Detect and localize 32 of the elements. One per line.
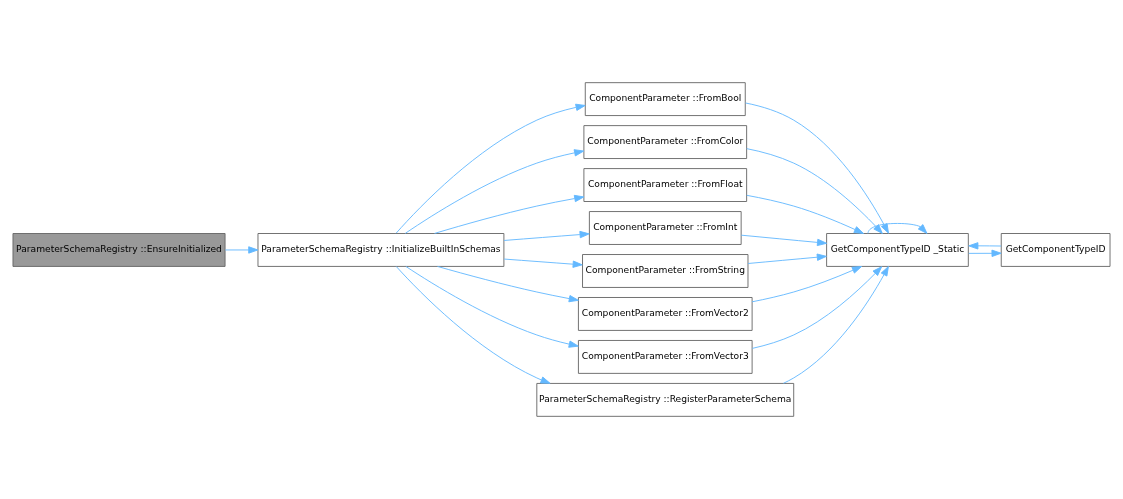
arrow [751, 266, 883, 349]
arrow [740, 234, 828, 247]
node-box: ParameterSchemaRegistry ::RegisterParameterSchema [536, 382, 795, 417]
node-box: ParameterSchemaRegistry ::InitializeBuiltInSchemas [257, 233, 505, 267]
arrow [437, 265, 579, 303]
arrow [746, 148, 883, 234]
arrow [395, 266, 551, 384]
node-box: ComponentParameter ::FromInt [588, 211, 742, 245]
arrow [751, 266, 862, 303]
arrow [224, 246, 259, 254]
arrow [747, 253, 827, 264]
arrow [434, 194, 585, 234]
arrow [503, 230, 590, 241]
arrow [404, 149, 585, 234]
arrow [783, 266, 889, 384]
arrow [746, 194, 864, 234]
arrow [745, 102, 889, 234]
arrow [503, 258, 583, 268]
node-box: ComponentParameter ::FromString [582, 254, 749, 288]
node-box: ComponentParameter ::FromBool [584, 82, 746, 117]
node-box: ComponentParameter ::FromColor [583, 125, 748, 159]
node-box: ComponentParameter ::FromFloat [583, 168, 748, 202]
arrow [968, 249, 1002, 257]
arrow [405, 266, 579, 348]
node-box: GetComponentTypeID _Static [826, 233, 969, 267]
arrow [867, 223, 928, 234]
node-box: ParameterSchemaRegistry ::EnsureInitialized [12, 233, 226, 267]
node-box: GetComponentTypeID [1000, 233, 1111, 267]
node-box: ComponentParameter ::FromVector3 [577, 340, 753, 374]
node-box: ComponentParameter ::FromVector2 [577, 297, 753, 331]
arrow [968, 242, 1002, 250]
arrow [395, 103, 586, 234]
